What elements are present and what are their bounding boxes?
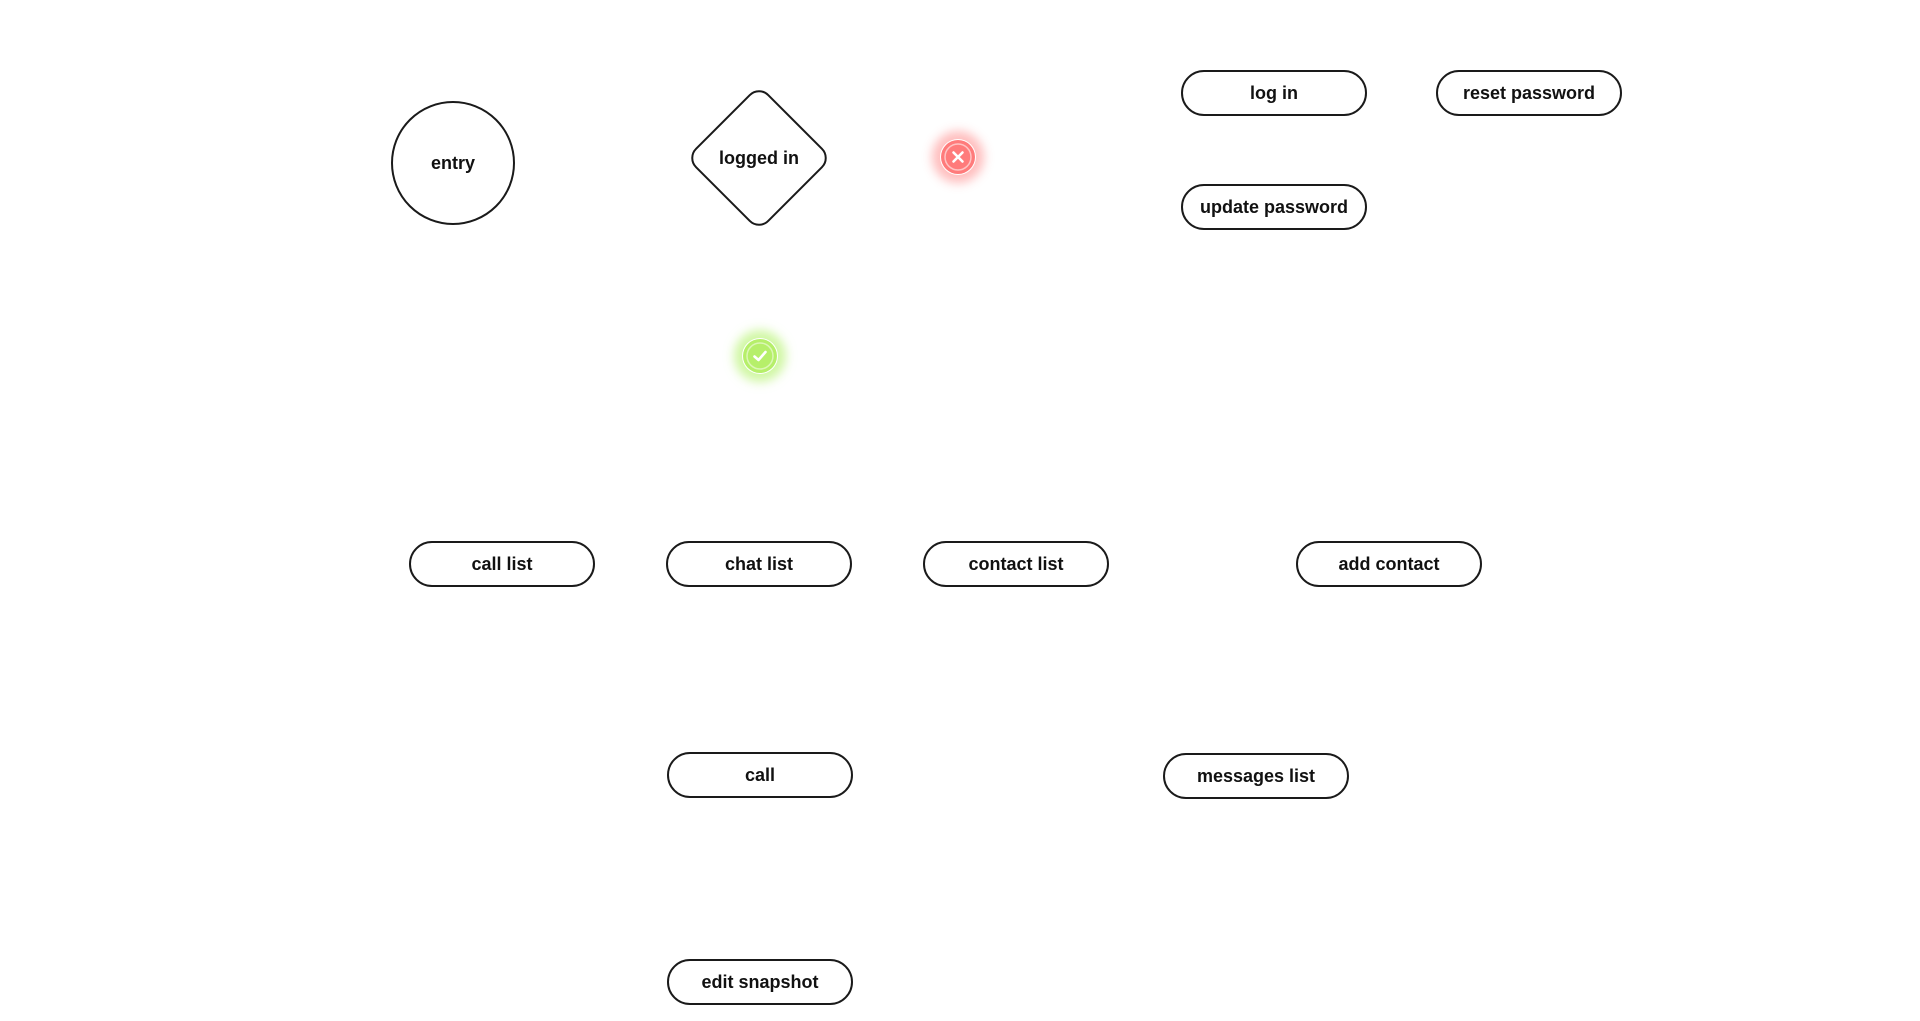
node-entry[interactable]: entry xyxy=(391,101,515,225)
node-log-in-label: log in xyxy=(1250,82,1298,103)
error-badge[interactable] xyxy=(940,139,976,175)
node-update-password-label: update password xyxy=(1199,196,1349,217)
node-logged-in[interactable]: logged in xyxy=(683,82,835,234)
node-reset-password[interactable]: reset password xyxy=(1436,70,1622,116)
check-icon xyxy=(743,339,777,373)
node-update-password[interactable]: update password xyxy=(1181,184,1367,230)
node-messages-list-label: messages list xyxy=(1196,765,1316,786)
node-call[interactable]: call xyxy=(667,752,853,798)
node-contact-list[interactable]: contact list xyxy=(923,541,1109,587)
node-edit-snapshot-label: edit snapshot xyxy=(701,971,819,992)
node-messages-list[interactable]: messages list xyxy=(1163,753,1349,799)
node-entry-label: entry xyxy=(430,152,475,173)
close-icon xyxy=(941,140,975,174)
node-log-in[interactable]: log in xyxy=(1181,70,1367,116)
node-call-list-label: call list xyxy=(471,553,533,574)
success-badge[interactable] xyxy=(742,338,778,374)
node-add-contact-label: add contact xyxy=(1338,553,1440,574)
node-logged-in-label: logged in xyxy=(719,147,799,168)
node-reset-password-label: reset password xyxy=(1462,82,1596,103)
node-edit-snapshot[interactable]: edit snapshot xyxy=(667,959,853,1005)
node-call-label: call xyxy=(744,764,776,785)
node-contact-list-label: contact list xyxy=(968,553,1064,574)
node-chat-list[interactable]: chat list xyxy=(666,541,852,587)
node-chat-list-label: chat list xyxy=(724,553,794,574)
node-call-list[interactable]: call list xyxy=(409,541,595,587)
node-add-contact[interactable]: add contact xyxy=(1296,541,1482,587)
